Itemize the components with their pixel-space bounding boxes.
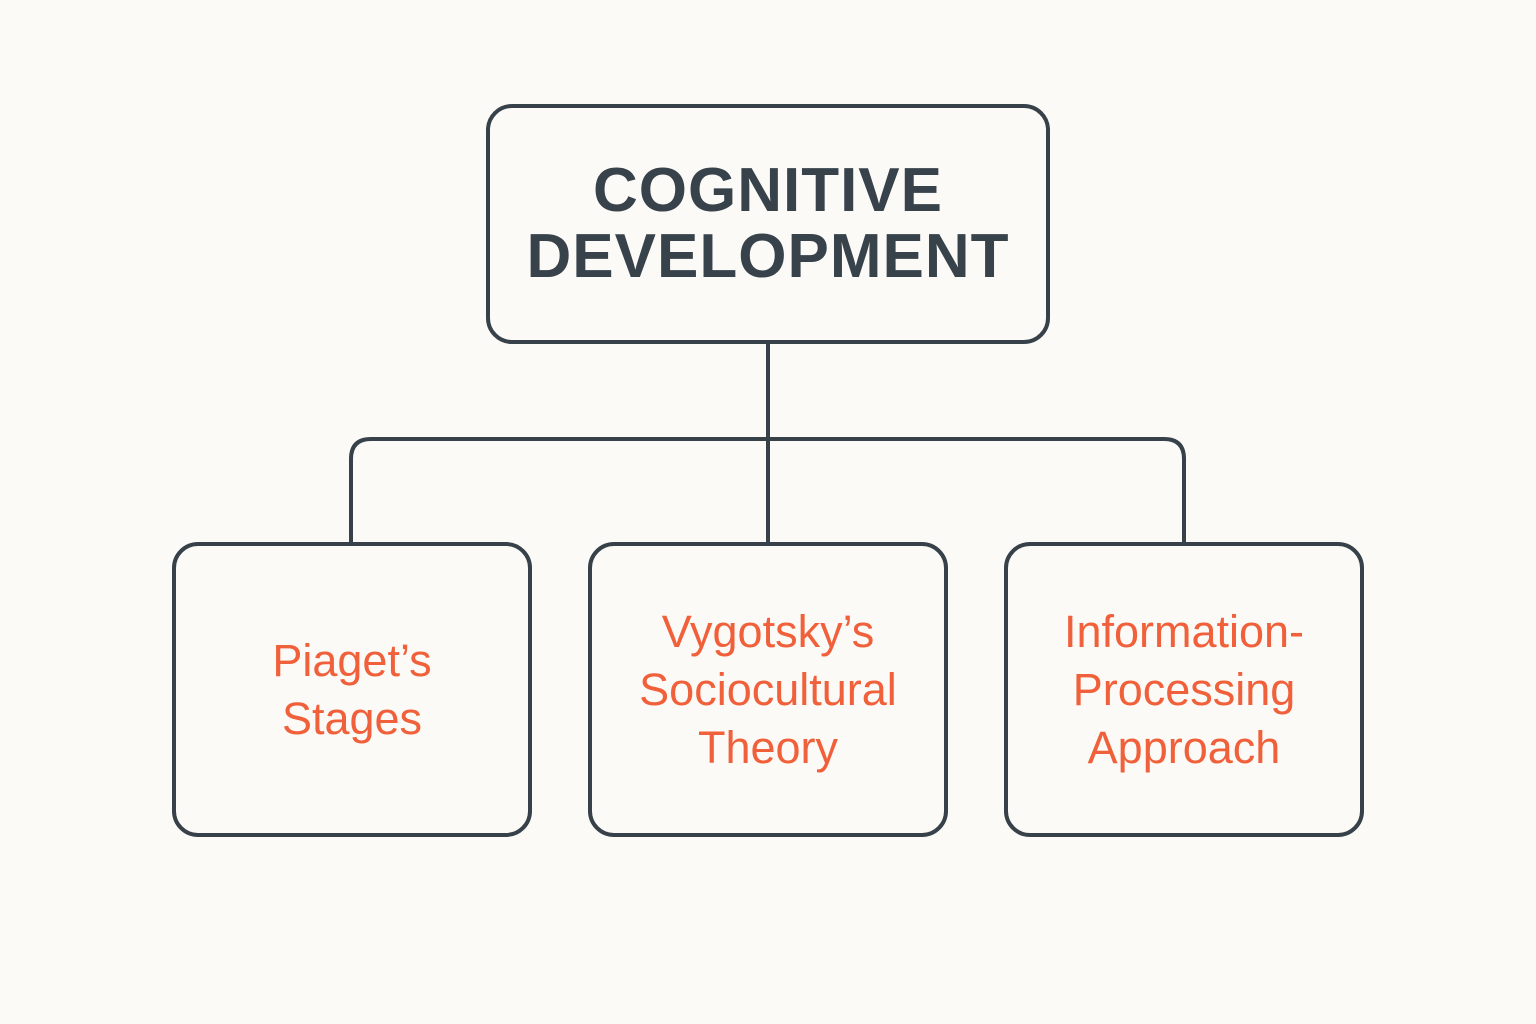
connector-branch — [349, 437, 1186, 542]
child-node-information-processing: Information- Processing Approach — [1004, 542, 1364, 837]
child-node-label: Information- Processing Approach — [1063, 605, 1305, 773]
child-node-vygotsky: Vygotsky’s Sociocultural Theory — [588, 542, 948, 837]
child-node-label: Vygotsky’s Sociocultural Theory — [639, 605, 897, 773]
root-node-label: COGNITIVE DEVELOPMENT — [526, 156, 1010, 291]
child-node-piaget: Piaget’s Stages — [172, 542, 532, 837]
root-node-cognitive-development: COGNITIVE DEVELOPMENT — [486, 104, 1050, 344]
child-node-label: Piaget’s Stages — [272, 634, 432, 744]
